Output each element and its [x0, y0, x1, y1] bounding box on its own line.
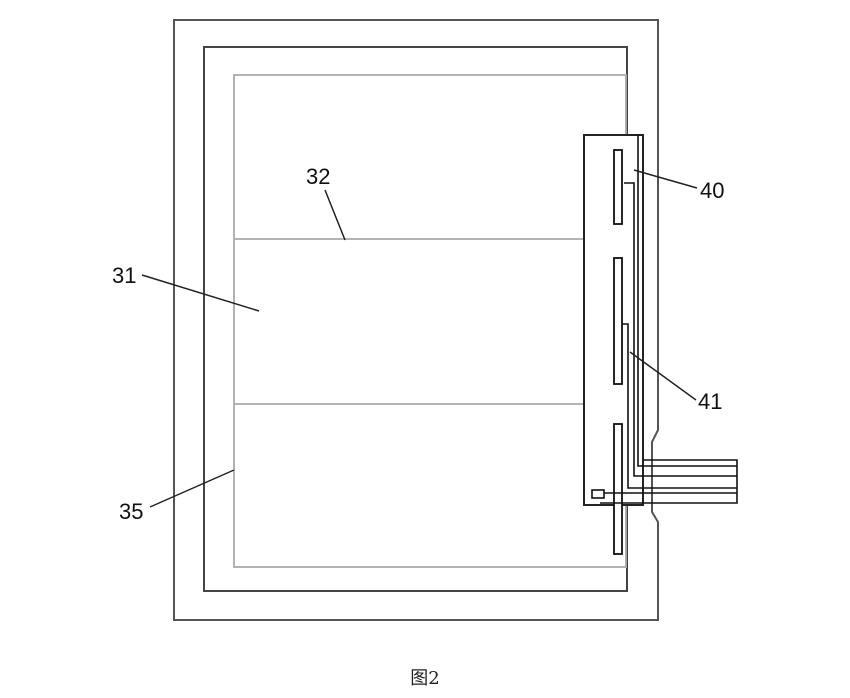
leader-line-41	[629, 351, 697, 401]
label-31: 31	[112, 263, 136, 288]
inner-frame	[203, 46, 628, 592]
terminal-pad	[591, 489, 605, 499]
electrode-strip	[613, 149, 623, 225]
leader-line-32	[324, 189, 346, 241]
label-41: 41	[698, 389, 722, 414]
electrode-strip	[613, 423, 623, 555]
outer-frame	[173, 19, 659, 621]
leader-line-35	[149, 469, 235, 508]
module-40	[583, 134, 738, 555]
figure-caption: 图2	[410, 668, 439, 689]
wire-41	[600, 459, 738, 504]
label-40: 40	[700, 178, 724, 203]
wire-41	[622, 323, 737, 489]
wire-41	[624, 182, 737, 477]
leader-line-31	[141, 274, 260, 312]
label-32: 32	[306, 164, 330, 189]
label-35: 35	[119, 499, 143, 524]
wire-41	[637, 135, 737, 467]
leader-line-40	[633, 169, 698, 189]
active-area	[233, 74, 627, 568]
electrode-strip	[613, 257, 623, 385]
